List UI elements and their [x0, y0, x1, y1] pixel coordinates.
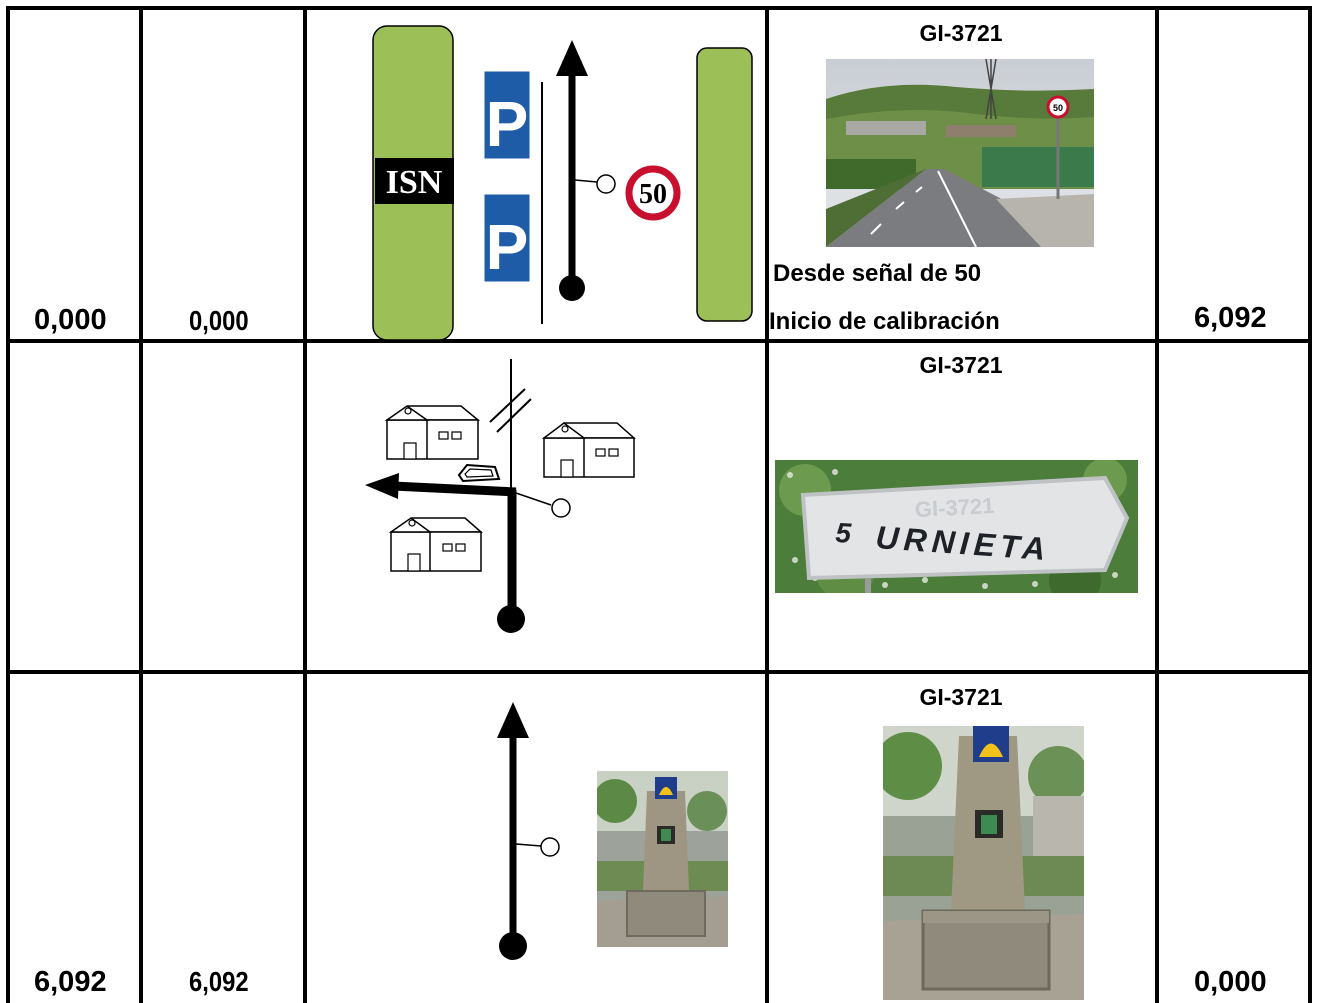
- observation-connector: [515, 843, 542, 847]
- house-top-right: [541, 422, 636, 478]
- isn-building-label-bg: [375, 158, 454, 204]
- grid-col-divider-3: [765, 6, 769, 1003]
- row1-note-line2: Inicio de calibración: [769, 308, 1000, 335]
- row3-route-diagram: [497, 702, 560, 960]
- railway-crossing-mark-1: [489, 388, 526, 423]
- start-dot: [499, 932, 527, 960]
- speed-limit-sign-ring: [625, 165, 681, 221]
- grid-row-divider-2: [6, 670, 1312, 674]
- observation-connector: [515, 492, 552, 506]
- grid-border-top: [6, 6, 1312, 10]
- railway-crossing-mark-2: [496, 398, 532, 433]
- row1-km-to-next: 6,092: [1194, 302, 1267, 334]
- row3-km-total: 6,092: [34, 966, 107, 998]
- row1-km-total: 0,000: [34, 304, 107, 336]
- row2-route-diagram: [365, 359, 636, 633]
- row3-waymarker-photo: [883, 726, 1084, 1000]
- row3-km-partial: 6,092: [189, 966, 249, 997]
- grid-border-left: [6, 6, 10, 1003]
- row2-road-code: GI-3721: [919, 352, 1003, 378]
- grid-col-divider-1: [139, 6, 143, 1003]
- row3-km-to-next: 0,000: [1194, 966, 1267, 998]
- row1-route-diagram: ISN P P 50: [372, 25, 753, 341]
- route-turn-arrow-head: [365, 473, 399, 499]
- observation-circle: [551, 498, 571, 518]
- photo-sign-road-ghost: GI-3721: [914, 493, 995, 522]
- house-top-left: [384, 405, 481, 460]
- photo-sign-number: 5: [835, 517, 853, 549]
- parking-sign-bottom-letter: P: [486, 211, 529, 283]
- row1-road-code: GI-3721: [919, 20, 1003, 46]
- observation-circle: [596, 174, 616, 194]
- right-green-zone: [696, 47, 753, 322]
- row1-note-line1: Desde señal de 50: [773, 260, 982, 287]
- grid-row-divider-1: [6, 339, 1312, 343]
- row2-direction-sign-photo: GI-3721 5 URNIETA: [775, 460, 1138, 593]
- observation-connector: [574, 179, 598, 183]
- house-bottom-left: [388, 517, 483, 572]
- row3-road-code: GI-3721: [919, 684, 1003, 710]
- grid-col-divider-2: [303, 6, 307, 1003]
- route-arrow-head: [497, 702, 529, 738]
- row3-waymarker-thumbnail: [597, 771, 728, 947]
- row1-road-photo: 50: [826, 59, 1094, 247]
- start-dot: [497, 605, 525, 633]
- route-arrow-head: [556, 40, 588, 76]
- direction-sign-icon: [457, 463, 501, 483]
- row1-km-partial: 0,000: [189, 305, 249, 336]
- grid-border-right: [1308, 6, 1312, 1003]
- parking-sign-top-letter: P: [486, 88, 529, 160]
- parking-sign-bottom: [481, 191, 533, 285]
- grid-col-divider-4: [1155, 6, 1159, 1003]
- start-dot: [559, 275, 585, 301]
- isn-building-label: ISN: [386, 164, 443, 201]
- route-turn-shaft: [392, 481, 517, 497]
- observation-circle: [540, 837, 560, 857]
- parking-sign-top: [481, 68, 533, 162]
- speed-limit-sign-value: 50: [639, 179, 667, 210]
- photo-speed-sign-value: 50: [1053, 103, 1063, 113]
